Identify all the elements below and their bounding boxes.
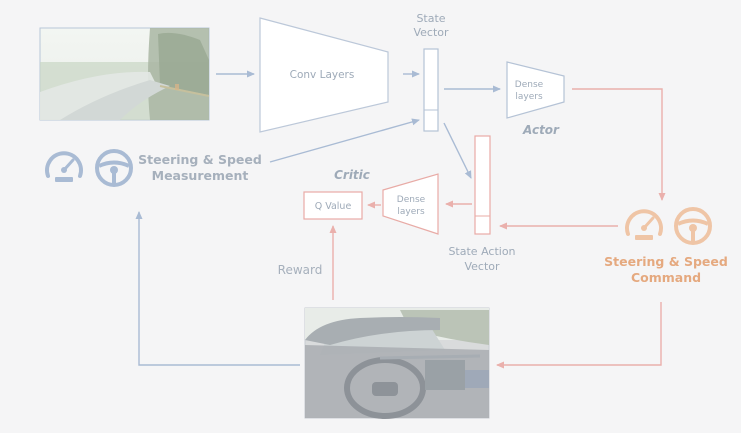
arrow-command-to-cockpit — [496, 302, 662, 369]
command-label-line2: Command — [631, 270, 701, 285]
steering-wheel-icon — [95, 149, 133, 187]
state-vector-label-line2: Vector — [413, 26, 449, 39]
actor-dense-label-line1: Dense — [515, 80, 544, 90]
road-camera-image — [39, 27, 210, 121]
arrow-actor-to-command — [572, 88, 666, 201]
reward-label: Reward — [278, 263, 323, 277]
arrow-cockpit-to-measurement — [135, 211, 300, 366]
arrow-measurement-to-state — [269, 118, 420, 163]
q-value-label: Q Value — [315, 201, 352, 212]
measurement-label-line1: Steering & Speed — [138, 152, 262, 167]
speedometer-icon — [625, 209, 663, 240]
state-action-label-line1: State Action — [448, 245, 515, 258]
command-label-line1: Steering & Speed — [604, 254, 728, 269]
conv-layers-label: Conv Layers — [290, 69, 355, 81]
arrow-state-to-state-action — [443, 122, 472, 179]
critic-dense-block — [382, 173, 439, 235]
speedometer-icon — [45, 151, 83, 182]
state-action-label-line2: Vector — [464, 260, 500, 273]
state-action-vector-bar — [474, 135, 491, 235]
critic-label: Critic — [334, 168, 370, 182]
cockpit-camera-image — [304, 307, 490, 419]
critic-dense-label-line2: layers — [397, 207, 425, 217]
actor-dense-label-line2: layers — [515, 92, 543, 102]
q-value-box — [303, 191, 363, 220]
measurement-label-line2: Measurement — [152, 168, 249, 183]
steering-wheel-icon — [674, 207, 712, 245]
actor-dense-block — [506, 61, 565, 119]
state-vector-label-line1: State — [416, 12, 445, 25]
actor-label: Actor — [522, 123, 560, 137]
critic-dense-label-line1: Dense — [397, 195, 426, 205]
conv-layers-block — [259, 17, 389, 133]
state-vector-bar — [423, 48, 439, 132]
